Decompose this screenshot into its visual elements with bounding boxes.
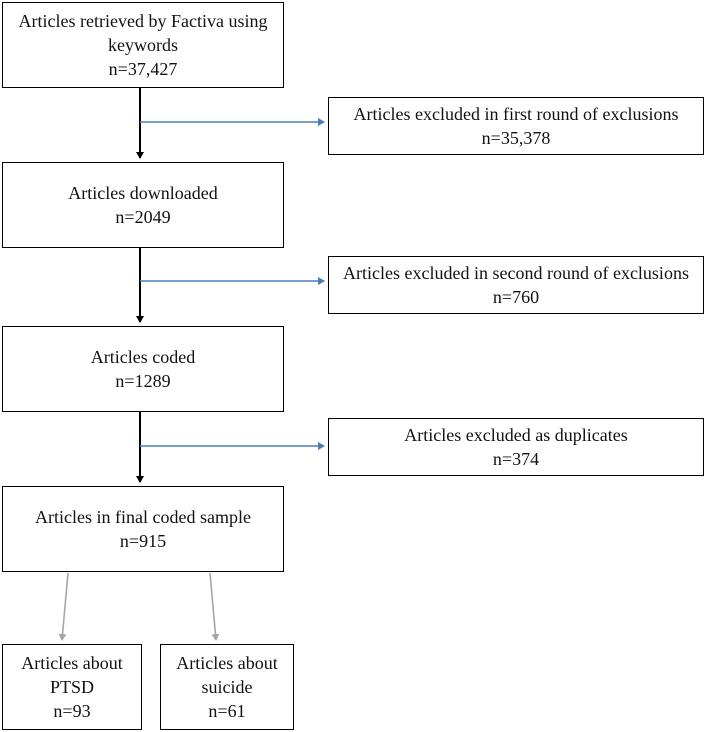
node-excluded-first-round: Articles excluded in first round of excl… [328, 97, 704, 155]
node-articles-about-suicide: Articles about suicide n=61 [160, 644, 294, 730]
node-label: Articles excluded in second round of exc… [343, 263, 689, 283]
node-final-coded-sample: Articles in final coded sample n=915 [2, 486, 284, 572]
arrow-final-to-suicide [209, 572, 220, 641]
node-label: Articles retrieved by Factiva using keyw… [18, 11, 268, 55]
node-excluded-duplicates: Articles excluded as duplicates n=374 [328, 418, 704, 476]
node-articles-downloaded: Articles downloaded n=2049 [2, 162, 284, 248]
node-count: n=760 [492, 287, 540, 307]
node-articles-retrieved: Articles retrieved by Factiva using keyw… [2, 2, 284, 88]
arrow-final-to-ptsd [58, 572, 69, 641]
node-count: n=2049 [115, 207, 171, 227]
node-label: Articles excluded as duplicates [404, 425, 628, 445]
node-label: Articles in final coded sample [35, 507, 251, 527]
node-count: n=61 [208, 701, 246, 721]
node-count: n=374 [492, 449, 540, 469]
node-count: n=35,378 [481, 128, 551, 148]
node-count: n=1289 [115, 371, 171, 391]
node-label: Articles about suicide [176, 653, 278, 697]
node-count: n=93 [53, 701, 91, 721]
node-label: Articles about PTSD [21, 653, 123, 697]
node-excluded-second-round: Articles excluded in second round of exc… [328, 256, 704, 314]
node-label: Articles excluded in first round of excl… [353, 104, 679, 124]
node-label: Articles coded [90, 347, 196, 367]
node-articles-coded: Articles coded n=1289 [2, 326, 284, 412]
node-label: Articles downloaded [68, 183, 218, 203]
node-count: n=915 [119, 531, 167, 551]
node-count: n=37,427 [108, 59, 178, 79]
node-articles-about-ptsd: Articles about PTSD n=93 [2, 644, 142, 730]
